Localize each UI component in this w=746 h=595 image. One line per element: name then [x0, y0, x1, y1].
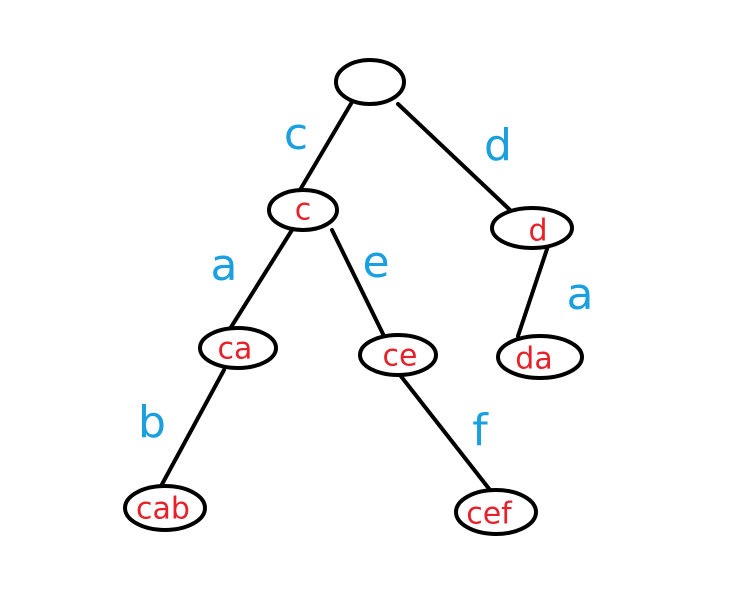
tree-edges — [158, 100, 550, 492]
node-label-cab: cab — [136, 492, 190, 527]
node-d: d — [490, 206, 574, 250]
edge-root-c — [298, 100, 354, 192]
edge-label-root-c: c — [284, 109, 308, 160]
edge-label-d-da: a — [567, 269, 594, 320]
node-label-da: da — [515, 342, 552, 377]
node-root — [334, 58, 406, 106]
edge-ca-cab — [158, 368, 226, 490]
edge-d-da — [516, 244, 550, 338]
edge-ce-cef — [398, 373, 492, 492]
node-ca: ca — [198, 326, 278, 370]
edge-label-ce-cef: f — [472, 405, 489, 456]
node-cab: cab — [123, 484, 207, 532]
node-label-ca: ca — [218, 332, 253, 367]
edge-label-root-d: d — [484, 120, 512, 171]
edge-c-ca — [226, 228, 294, 334]
edge-c-ce — [330, 228, 386, 338]
edge-label-c-ca: a — [211, 240, 238, 291]
node-da: da — [496, 334, 584, 380]
edge-root-d — [396, 102, 512, 212]
node-cef: cef — [454, 488, 538, 536]
node-label-ce: ce — [383, 339, 418, 374]
tree-nodes: c d ca ce da cab cef — [123, 58, 584, 536]
node-label-c: c — [295, 193, 312, 228]
node-ce: ce — [358, 333, 438, 377]
edge-label-c-ce: e — [362, 237, 389, 288]
node-label-cef: cef — [466, 497, 513, 532]
node-label-d: d — [528, 214, 547, 249]
node-c: c — [267, 188, 339, 232]
edge-label-ca-cab: b — [138, 397, 166, 448]
edge-labels: c d a e a b f — [138, 109, 593, 456]
